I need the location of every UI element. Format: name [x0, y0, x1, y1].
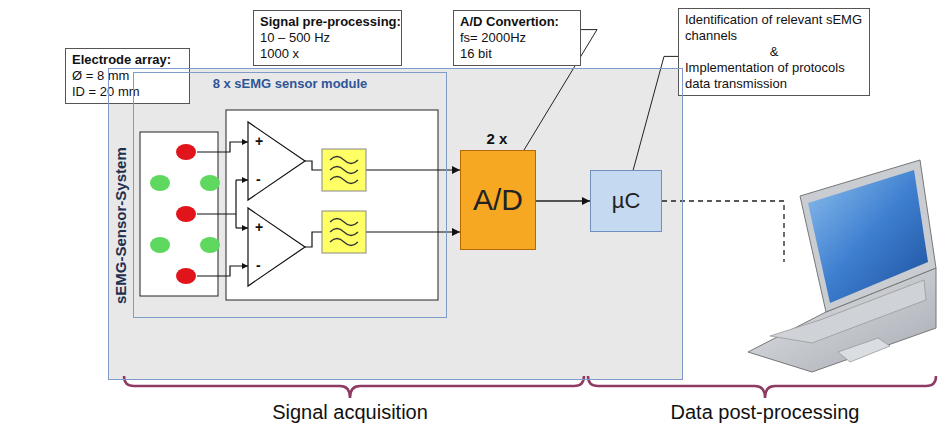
callout-box: Signal pre-processing:10 – 500 Hz1000 x	[253, 10, 402, 66]
node-text: &	[685, 44, 863, 60]
node-text: A/D	[473, 183, 523, 217]
amplifier-symbol	[248, 122, 305, 286]
pin-sign: +	[255, 134, 263, 148]
wires	[197, 142, 460, 276]
pin-sign: -	[256, 172, 261, 186]
multiplier-label: 2 x	[487, 131, 508, 146]
node-text: 1000 x	[260, 46, 395, 62]
node-text: fs= 2000Hz	[460, 30, 574, 46]
connector	[536, 200, 590, 201]
node-text: 8 x sEMG sensor module	[134, 73, 446, 91]
callout-box: A/D Convertion:fs= 2000Hz16 bit	[453, 10, 581, 66]
connector	[633, 56, 678, 170]
section-label: Data post-processing	[671, 402, 860, 422]
system-panel: sEMG-Sensor-System 8 x sEMG sensor module…	[108, 68, 683, 380]
filter-symbol	[322, 149, 366, 253]
controller-box: µC	[590, 170, 662, 232]
converter-box: A/D	[460, 150, 536, 250]
section-label: Signal acquisition	[272, 402, 428, 422]
data-link	[662, 201, 784, 262]
node-text: sEMG-Sensor-System	[112, 147, 130, 304]
preprocessing-box	[226, 110, 438, 300]
node-text: Implementation of protocols data transmi…	[685, 60, 863, 92]
callout-box: Electrode array:Ø = 8 mmID = 20 mm	[65, 48, 190, 104]
pin-sign: +	[255, 220, 263, 234]
node-text: 16 bit	[460, 46, 574, 62]
module-box: 8 x sEMG sensor module	[133, 72, 447, 318]
panel-ground	[108, 68, 683, 380]
node-text: µC	[612, 188, 641, 214]
laptop	[748, 160, 936, 372]
node-text: 10 – 500 Hz	[260, 30, 395, 46]
pin-sign: -	[256, 258, 261, 272]
node-text: Ø = 8 mm	[72, 68, 183, 84]
node-text: A/D Convertion:	[460, 14, 574, 30]
node-text: ID = 20 mm	[72, 84, 183, 100]
node-text: Identification of relevant sEMG channels	[685, 12, 863, 44]
node-text: Electrode array:	[72, 52, 183, 68]
node-text: Signal pre-processing:	[260, 14, 395, 30]
callout-box: Identification of relevant sEMG channels…	[678, 8, 870, 96]
